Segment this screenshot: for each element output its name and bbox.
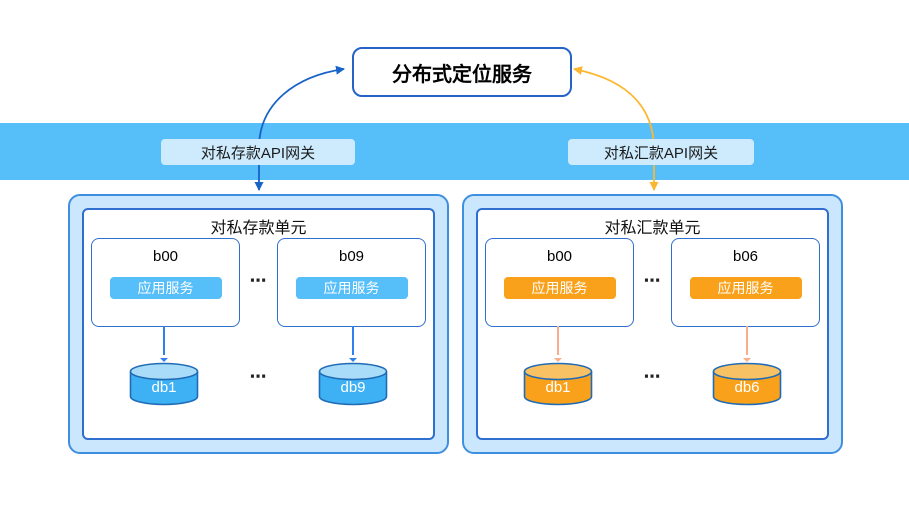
node-ellipsis: ⋯ <box>643 271 662 290</box>
gateway-remit-label: 对私汇款API网关 <box>603 144 719 162</box>
location-service-box: 分布式定位服务 <box>352 47 572 97</box>
node-name: b09 <box>338 248 365 265</box>
app-service-pill: 应用服务 <box>503 277 616 299</box>
app-service-pill: 应用服务 <box>295 277 408 299</box>
gateway-pill-deposit: 对私存款API网关 <box>161 139 355 165</box>
unit-remit-title: 对私汇款单元 <box>604 220 701 237</box>
db-ellipsis: ⋯ <box>249 367 268 386</box>
database-cylinder-db9: db9 <box>318 362 388 406</box>
database-label: db1 <box>151 379 177 396</box>
node-to-db-arrow <box>348 326 357 362</box>
unit-deposit-title: 对私存款单元 <box>210 220 307 237</box>
node-to-db-arrow <box>553 326 562 362</box>
database-cylinder-db6: db6 <box>712 362 782 406</box>
database-cylinder-db1: db1 <box>129 362 199 406</box>
unit-remit-inner: 对私汇款单元 b00 应用服务 ⋯ b06 应用服务 db1 ⋯ <box>476 208 829 440</box>
node-remit-b06: b06 应用服务 <box>671 238 820 327</box>
node-remit-b00: b00 应用服务 <box>485 238 634 327</box>
node-to-db-arrow <box>159 326 168 362</box>
unit-deposit-container: 对私存款单元 b00 应用服务 ⋯ b09 应用服务 db1 ⋯ <box>68 194 449 454</box>
app-service-pill: 应用服务 <box>109 277 222 299</box>
gateway-band <box>0 123 909 180</box>
node-name: b00 <box>152 248 179 265</box>
gateway-deposit-label: 对私存款API网关 <box>200 144 316 162</box>
database-label: db9 <box>340 379 366 396</box>
unit-deposit-inner: 对私存款单元 b00 应用服务 ⋯ b09 应用服务 db1 ⋯ <box>82 208 435 440</box>
app-service-pill: 应用服务 <box>689 277 802 299</box>
location-service-label: 分布式定位服务 <box>392 63 532 86</box>
node-deposit-b00: b00 应用服务 <box>91 238 240 327</box>
node-name: b06 <box>732 248 759 265</box>
gateway-pill-remit: 对私汇款API网关 <box>568 139 754 165</box>
db-ellipsis: ⋯ <box>643 367 662 386</box>
node-to-db-arrow <box>742 326 751 362</box>
database-label: db6 <box>734 379 760 396</box>
unit-remit-container: 对私汇款单元 b00 应用服务 ⋯ b06 应用服务 db1 ⋯ <box>462 194 843 454</box>
node-name: b00 <box>546 248 573 265</box>
database-label: db1 <box>545 379 571 396</box>
node-deposit-b09: b09 应用服务 <box>277 238 426 327</box>
database-cylinder-db1: db1 <box>523 362 593 406</box>
node-ellipsis: ⋯ <box>249 271 268 290</box>
